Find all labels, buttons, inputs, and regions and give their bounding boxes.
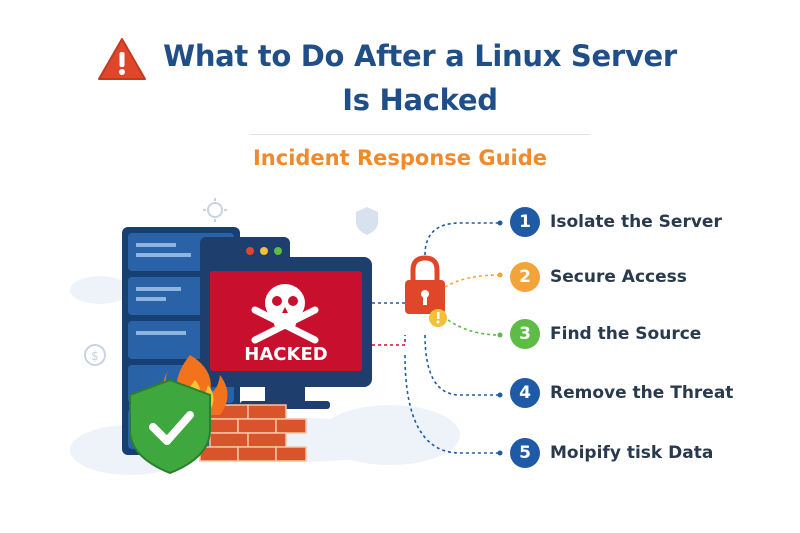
- step-number-2: 2: [510, 262, 540, 292]
- step-label-5: Moipify tisk Data: [550, 443, 714, 463]
- svg-text:$: $: [91, 349, 99, 363]
- step-5: 5 Moipify tisk Data: [510, 436, 713, 470]
- title-line-1: What to Do After a Linux Server: [163, 39, 677, 73]
- step-4: 4 Remove the Threat: [510, 376, 733, 410]
- title-divider: [250, 134, 590, 135]
- step-2: 2 Secure Access: [510, 260, 687, 294]
- gear-icon: [203, 198, 227, 222]
- firewall-brick-icon: [199, 404, 307, 462]
- step-label-3: Find the Source: [550, 324, 702, 344]
- small-shield-icon: [356, 207, 378, 235]
- step-number-1: 1: [510, 207, 540, 237]
- title-line-2: Is Hacked: [342, 83, 498, 117]
- step-number-5: 5: [510, 438, 540, 468]
- padlock-icon: [405, 255, 447, 327]
- step-label-4: Remove the Threat: [550, 383, 734, 403]
- step-number-3: 3: [510, 319, 540, 349]
- step-label-2: Secure Access: [550, 267, 687, 287]
- subtitle: Incident Response Guide: [252, 146, 548, 170]
- step-number-4: 4: [510, 378, 540, 408]
- hacked-label: HACKED: [244, 344, 327, 365]
- step-1: 1 Isolate the Server: [510, 205, 722, 239]
- warning-icon: [98, 38, 146, 80]
- shield-check-icon: [129, 378, 211, 475]
- dollar-icon: [84, 344, 106, 366]
- skull-crossbones-icon: [251, 284, 319, 344]
- monitor: HACKED: [200, 237, 372, 409]
- hacked-server-illustration: $ HACKED: [70, 198, 503, 475]
- step-3: 3 Find the Source: [510, 317, 701, 351]
- page-title: What to Do After a Linux Server Is Hacke…: [140, 34, 700, 122]
- step-label-1: Isolate the Server: [550, 212, 722, 232]
